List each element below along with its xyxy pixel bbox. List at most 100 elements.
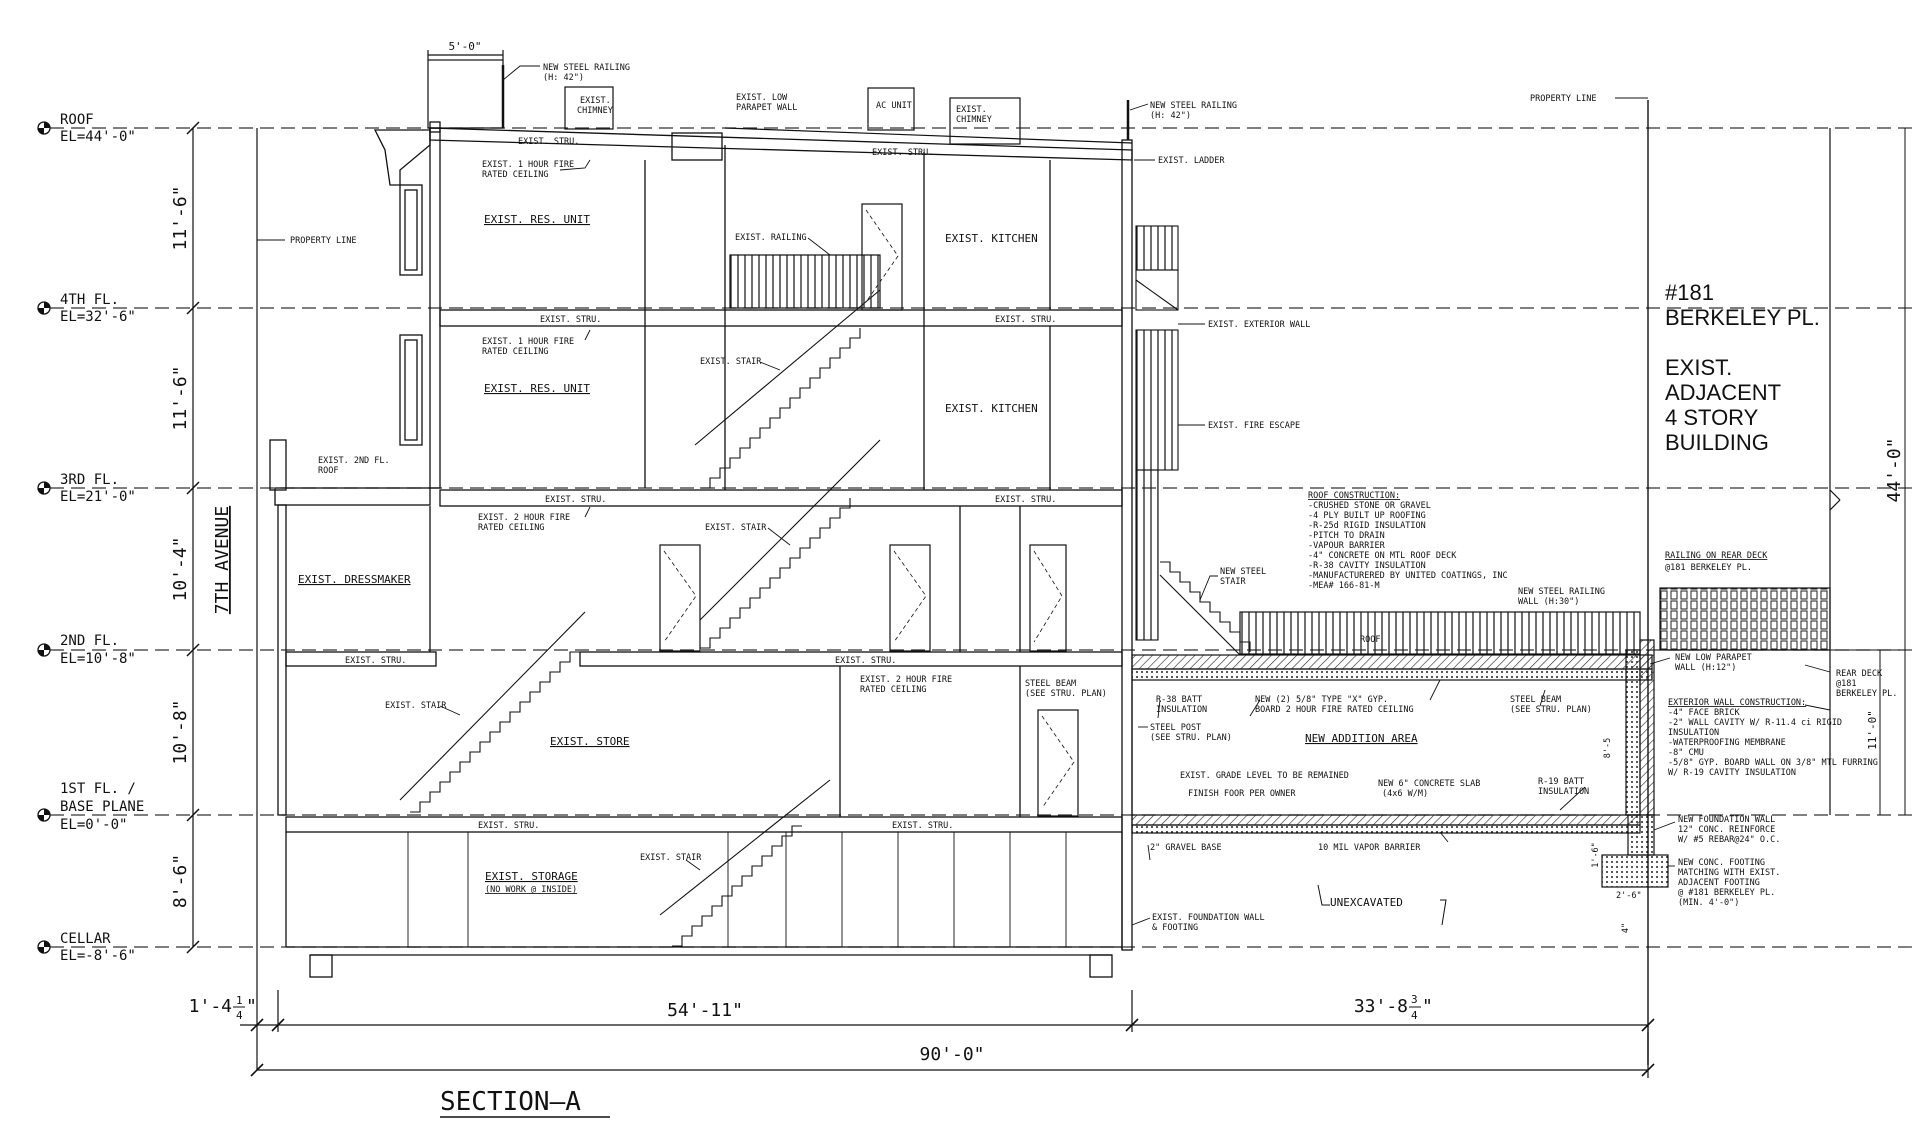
story-height-3rd-4th: 11'-6" xyxy=(170,365,191,430)
room-kitchen-3rd: EXIST. KITCHEN xyxy=(945,402,1038,415)
roof-elements xyxy=(427,50,1133,145)
note-parapet-2: PARAPET WALL xyxy=(736,103,797,113)
note-ceil1-1: EXIST. 1 HOUR FIRE xyxy=(482,160,574,170)
level-marker-3rd: 3RD FL. EL=21'-0" xyxy=(37,472,136,505)
note-rail-top-1: NEW STEEL RAILING xyxy=(543,63,630,73)
note-stair-cellar: EXIST. STAIR xyxy=(640,853,702,863)
slab-3rd xyxy=(439,489,1123,507)
note-beam1-1: STEEL BEAM xyxy=(1025,679,1076,689)
stairs xyxy=(399,289,881,947)
slab-1st xyxy=(285,816,1123,833)
note-new-stair-1: NEW STEEL xyxy=(1220,567,1266,577)
note-batt19-2: INSULATION xyxy=(1538,787,1589,797)
level-el-roof: EL=44'-0" xyxy=(60,129,136,145)
addition-rear-wall xyxy=(1639,639,1655,816)
footing-note: NEW CONC. FOOTING MATCHING WITH EXIST. A… xyxy=(1678,858,1780,908)
story-height-2nd-3rd: 10'-4" xyxy=(170,536,191,601)
note-batt19-1: R-19 BATT xyxy=(1538,777,1584,787)
ext-wall-con-7: W/ R-19 CAVITY INSULATION xyxy=(1668,768,1796,778)
adjacent-building: #181 BERKELEY PL. EXIST. ADJACENT 4 STOR… xyxy=(1665,280,1820,455)
note-chimney-r-2: CHIMNEY xyxy=(956,115,992,125)
note-slab-2: (4x6 W/M) xyxy=(1382,789,1428,799)
dim-slab: 8'-5 xyxy=(1603,738,1613,758)
new-addition xyxy=(1131,587,1831,888)
level-name-4th: 4TH FL. xyxy=(60,292,119,308)
room-unexcavated: UNEXCAVATED xyxy=(1330,896,1403,909)
note-rail-new-1: NEW STEEL RAILING xyxy=(1518,587,1605,597)
stru-2nd-rear: EXIST. STRU. xyxy=(835,656,896,666)
addition-roof xyxy=(1131,654,1653,670)
roof-con-line-9: -MEA# 166-81-M xyxy=(1308,581,1380,591)
slab-2nd-front xyxy=(285,651,437,667)
note-finish: FINISH FOOR PER OWNER xyxy=(1188,789,1296,799)
note-gravel: 2" GRAVEL BASE xyxy=(1150,843,1222,853)
note-gyp-2: BOARD 2 HOUR FIRE RATED CEILING xyxy=(1255,705,1414,715)
dim-front-offset: 1'-4 xyxy=(189,996,232,1017)
adjacent-line-2: ADJACENT xyxy=(1665,380,1781,405)
stru-1st-rear: EXIST. STRU. xyxy=(892,821,953,831)
door-3rd-b xyxy=(889,544,931,652)
bottom-dim-labels: 1'-4 1 4 " 54'-11" 33'-8 3 4 " 90'-0" xyxy=(189,993,1433,1065)
note-chimney-l-1: EXIST. xyxy=(580,96,611,106)
note-rail-new-2: WALL (H:30") xyxy=(1518,597,1579,607)
footing-0: NEW CONC. FOOTING xyxy=(1678,858,1765,868)
ext-wall-con-2: -2" WALL CAVITY W/ R-11.4 ci RIGID xyxy=(1668,718,1842,728)
door-1st xyxy=(1037,709,1079,817)
room-kitchen-4th: EXIST. KITCHEN xyxy=(945,232,1038,245)
unexcavated-bracket-right xyxy=(1440,899,1447,926)
unexcavated-bracket-left xyxy=(1317,884,1330,906)
stru-3rd-front: EXIST. STRU. xyxy=(545,495,606,505)
adjacent-line-1: EXIST. xyxy=(1665,355,1732,380)
note-beam1-2: (SEE STRU. PLAN) xyxy=(1025,689,1107,699)
room-new-addition: NEW ADDITION AREA xyxy=(1305,732,1418,745)
exist-railing xyxy=(729,254,881,309)
roof-con-line-6: -4" CONCRETE ON MTL ROOF DECK xyxy=(1308,551,1457,561)
room-store: EXIST. STORE xyxy=(550,735,629,748)
property-line-right-label: PROPERTY LINE xyxy=(1530,94,1597,104)
note-beam2-1: STEEL BEAM xyxy=(1510,695,1561,705)
adjacent-address-street: BERKELEY PL. xyxy=(1665,305,1820,330)
door-3rd-a xyxy=(659,544,701,652)
level-el-3rd: EL=21'-0" xyxy=(60,489,136,505)
note-stair-3rd: EXIST. STAIR xyxy=(705,523,767,533)
room-storage: EXIST. STORAGE xyxy=(485,870,578,883)
property-line-left-label: PROPERTY LINE xyxy=(290,236,357,246)
dim-front-offset-whole: 1'-4 xyxy=(189,996,232,1017)
roof-con-line-5: -VAPOUR BARRIER xyxy=(1308,541,1386,551)
note-chimney-l-2: CHIMNEY xyxy=(577,106,613,116)
room-res-unit-4th: EXIST. RES. UNIT xyxy=(484,213,590,226)
stru-4th-rear: EXIST. STRU. xyxy=(995,315,1056,325)
dim-footing-width: 2'-6" xyxy=(1616,891,1642,901)
level-el-1st: EL=0'-0" xyxy=(60,817,127,833)
annotation-texts: NEW STEEL RAILING (H: 42") EXIST. CHIMNE… xyxy=(318,63,1897,933)
annotations xyxy=(439,65,1831,926)
note-rear-deck-1: @181 xyxy=(1836,679,1856,689)
note-rear-deck-2: BERKELEY PL. xyxy=(1836,689,1897,699)
roof-con-line-2: -4 PLY BUILT UP ROOFING xyxy=(1308,511,1426,521)
dim-overall: 90'-0" xyxy=(919,1044,984,1065)
adjacent-address-number: #181 xyxy=(1665,280,1714,305)
dim-front-offset-den: 4 xyxy=(236,1009,243,1022)
ext-wall-con-6: -5/8" GYP. BOARD WALL ON 3/8" MTL FURRIN… xyxy=(1668,758,1878,768)
stru-1st-front: EXIST. STRU. xyxy=(478,821,539,831)
adjacent-line-4: BUILDING xyxy=(1665,430,1769,455)
note-rear-deck-0: REAR DECK xyxy=(1836,669,1883,679)
roof-con-line-3: -R-25d RIGID INSULATION xyxy=(1308,521,1426,531)
rear-wall xyxy=(1121,139,1133,951)
stru-labels: EXIST. STRU. EXIST. STRU. EXIST. STRU. E… xyxy=(345,137,1056,831)
ext-wall-con-3: INSULATION xyxy=(1668,728,1719,738)
note-gyp-1: NEW (2) 5/8" TYPE "X" GYP. xyxy=(1255,695,1388,705)
stru-roof-front: EXIST. STRU. xyxy=(518,137,579,147)
note-batt38-2: INSULATION xyxy=(1156,705,1207,715)
addition-slab xyxy=(1131,814,1641,826)
dim-rear-deck: 11'-0" xyxy=(1866,710,1879,750)
note-found-exist-2: & FOOTING xyxy=(1152,923,1198,933)
level-name-cellar: CELLAR xyxy=(60,931,111,947)
dim-front-offset-end: " xyxy=(246,996,257,1017)
note-post-2: (SEE STRU. PLAN) xyxy=(1150,733,1232,743)
railing-box xyxy=(427,59,504,129)
dim-5ft: 5'-0" xyxy=(448,40,481,53)
room-res-unit-3rd: EXIST. RES. UNIT xyxy=(484,382,590,395)
note-ac-unit: AC UNIT xyxy=(876,101,912,111)
footing-2: ADJACENT FOOTING xyxy=(1678,878,1760,888)
